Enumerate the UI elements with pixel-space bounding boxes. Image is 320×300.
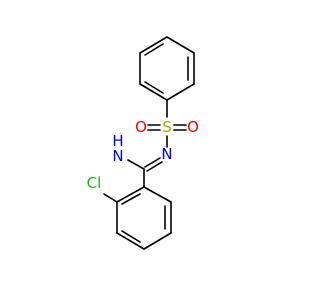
bond-ring-chlorine — [103, 193, 118, 203]
aromatic-double-bond — [144, 43, 164, 56]
bond-c-amine — [127, 159, 145, 170]
aromatic-double-bond — [121, 230, 141, 243]
bond — [139, 36, 168, 54]
atom-imine-nitrogen: N — [161, 145, 172, 163]
aromatic-double-bond — [121, 193, 141, 205]
bond — [116, 186, 145, 203]
atom-oxygen-right: O — [187, 118, 199, 136]
double-bond-n-c — [144, 157, 161, 168]
atom-oxygen-left: O — [135, 118, 147, 136]
bond — [166, 83, 195, 101]
chlorophenyl-ring — [116, 186, 172, 250]
double-bond-n-c — [146, 161, 163, 172]
bond — [143, 186, 172, 203]
bond — [116, 232, 145, 250]
atom-sulfur: S — [162, 118, 172, 136]
molecule-canvas: S O O N H N Cl — [87, 36, 199, 250]
atom-amine-nitrogen: N — [112, 147, 123, 165]
bond — [166, 36, 195, 54]
atom-chlorine: Cl — [87, 174, 102, 192]
bond — [139, 83, 168, 101]
atom-amine-hydrogen: H — [112, 132, 123, 150]
aromatic-double-bond — [144, 81, 164, 94]
molecule-structure: S O O N H N Cl — [87, 36, 199, 250]
sulfonyl-group — [147, 124, 187, 131]
phenyl-ring-top — [139, 36, 195, 101]
bond — [143, 232, 172, 250]
